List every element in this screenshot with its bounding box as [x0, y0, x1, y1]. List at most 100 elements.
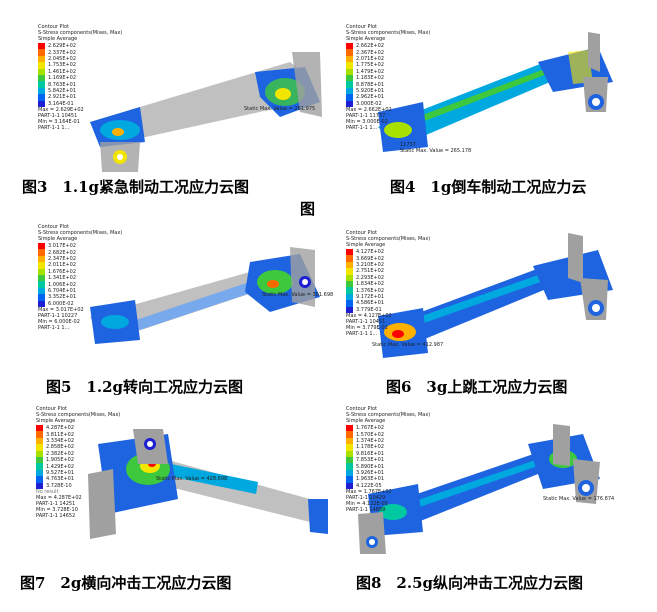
static-max-note: Static Max. Value = 301.698: [262, 292, 334, 298]
static-max-note: Static Max. Value = 265.178: [400, 148, 472, 154]
legend-scale-label: 1.676E+02: [48, 268, 77, 275]
legend-color-swatch: [38, 262, 45, 269]
legend-scale-row: 1.169E+02: [38, 74, 122, 82]
legend-scale-label: 2.921E+01: [48, 94, 77, 101]
legend-component: S-Stress components(Mises, Max): [38, 30, 123, 36]
legend-no-result: No result: [36, 488, 59, 495]
legend-scale-label: 3.164E-01: [48, 100, 74, 107]
legend-scale-label: 2.011E+02: [48, 262, 77, 269]
legend-scale-row: 4.763E+01: [36, 476, 120, 483]
legend-scale-label: 6.704E+01: [48, 287, 77, 294]
legend-color-swatch: [36, 456, 43, 464]
legend-min-part: PART-1-1 1...: [38, 324, 70, 331]
legend-component: S-Stress components(Mises, Max): [346, 30, 431, 36]
legend-color-swatch: [346, 476, 353, 483]
legend-scale-label: 4.287E+02: [46, 425, 75, 432]
legend-color-swatch: [346, 306, 353, 313]
legend-color-swatch: [36, 450, 43, 457]
legend-color-swatch: [346, 274, 353, 281]
legend-scale-row: 3.210E+02: [346, 261, 430, 269]
legend-scale-row: 6.704E+01: [38, 287, 122, 295]
legend-min-part: PART-1-1 14689: [346, 506, 386, 513]
legend-scale-label: 1.905E+02: [46, 457, 75, 464]
legend-scale-label: 1.183E+02: [356, 75, 385, 82]
figure-4-legend: Contour Plot S-Stress components(Mises, …: [346, 24, 430, 131]
figure-3-caption-wrap: 图: [300, 200, 316, 218]
legend-min-part: PART-1-1 14652: [36, 512, 76, 519]
figure-7-panel: Contour Plot S-Stress components(Mises, …: [28, 404, 328, 572]
legend-scale-label: 2.337E+02: [48, 49, 77, 56]
legend-max-label: Max = 1.767E+02: [346, 488, 392, 495]
legend-color-swatch: [38, 249, 45, 256]
legend-title: Contour Plot: [346, 230, 377, 236]
figure-8-beam-render: [358, 424, 600, 554]
legend-color-swatch: [346, 431, 353, 438]
legend-average: Simple Average: [346, 418, 386, 424]
legend-scale-row: 1.479E+02: [346, 68, 430, 75]
figure-5-legend: Contour Plot S-Stress components(Mises, …: [38, 224, 122, 331]
legend-scale-label: 4.586E+01: [356, 300, 385, 307]
legend-scale-row: 9.172E+01: [346, 293, 430, 301]
legend-min-label: Min = 3.728E-10: [36, 506, 78, 513]
legend-scale-label: 3.334E+02: [46, 437, 75, 444]
figure-8-legend: Contour Plot S-Stress components(Mises, …: [346, 406, 430, 513]
figure-5-caption: 图5 1.2g转向工况应力云图: [46, 378, 244, 396]
legend-color-swatch: [36, 437, 43, 445]
legend-color-swatch: [36, 482, 43, 489]
legend-color-swatch: [38, 100, 45, 107]
legend-scale-row: 2.293E+02: [346, 274, 430, 281]
legend-color-swatch: [346, 280, 353, 288]
legend-average: Simple Average: [346, 242, 386, 248]
legend-average: Simple Average: [38, 36, 78, 42]
legend-color-swatch: [38, 255, 45, 263]
legend-color-swatch: [346, 261, 353, 269]
legend-scale-label: 2.629E+02: [48, 43, 77, 50]
legend-scale-label: 2.662E+02: [356, 43, 385, 50]
legend-color-swatch: [346, 100, 353, 107]
legend-scale-label: 3.728E-10: [46, 482, 72, 489]
legend-scale-label: 1.753E+02: [48, 62, 77, 69]
legend-scale-row: 1.753E+02: [38, 62, 122, 69]
legend-scale-row: 1.341E+02: [38, 274, 122, 282]
legend-color-swatch: [346, 287, 353, 294]
legend-min-label: Min = 3.164E-01: [38, 118, 80, 125]
legend-color-swatch: [36, 476, 43, 483]
figure-4-caption: 图4 1g倒车制动工况应力云: [390, 178, 587, 196]
legend-scale-row: 3.164E-01: [38, 100, 122, 107]
node-id-note: 11737: [400, 142, 416, 148]
legend-scale-row: 2.662E+02: [346, 43, 430, 50]
legend-scale-row: 1.834E+02: [346, 280, 430, 288]
legend-scale-row: 2.071E+02: [346, 55, 430, 63]
legend-color-swatch: [346, 81, 353, 88]
legend-scale-row: 8.878E+01: [346, 81, 430, 88]
legend-max-part: PART-1-1 10429: [346, 494, 386, 501]
legend-scale-row: 2.011E+02: [38, 262, 122, 269]
legend-color-swatch: [346, 87, 353, 95]
legend-color-swatch: [346, 463, 353, 470]
legend-color-swatch: [36, 469, 43, 477]
legend-title: Contour Plot: [346, 24, 377, 30]
legend-scale-row: 4.127E+02: [346, 249, 430, 256]
figure-3-panel: Contour Plot S-Stress components(Mises, …: [30, 22, 330, 190]
legend-min-label: Min = 3.779E-01: [346, 324, 388, 331]
legend-min-part: PART-1-1 1...: [38, 124, 70, 131]
figure-8-panel: Contour Plot S-Stress components(Mises, …: [338, 404, 638, 572]
legend-color-swatch: [346, 255, 353, 262]
legend-scale-row: 3.000E-02: [346, 100, 430, 107]
legend-scale-row: 4.586E+01: [346, 300, 430, 307]
legend-color-swatch: [38, 94, 45, 101]
legend-scale-row: 2.858E+02: [36, 444, 120, 451]
legend-scale-row: 1.461E+02: [38, 68, 122, 75]
legend-scale-label: 1.834E+02: [356, 281, 385, 288]
legend-min-part: PART-1-1 1...: [346, 124, 378, 131]
legend-title: Contour Plot: [38, 224, 69, 230]
legend-scale-row: 3.811E+02: [36, 431, 120, 438]
static-max-note: Static Max. Value = 176.874: [543, 496, 615, 502]
legend-scale-label: 4.763E+01: [46, 476, 75, 483]
legend-max-label: Max = 2.629E+02: [38, 106, 84, 113]
legend-scale-row: 1.006E+02: [38, 281, 122, 288]
figure-6-panel: Contour Plot S-Stress components(Mises, …: [338, 228, 638, 396]
figure-5-beam-render: [90, 247, 320, 344]
